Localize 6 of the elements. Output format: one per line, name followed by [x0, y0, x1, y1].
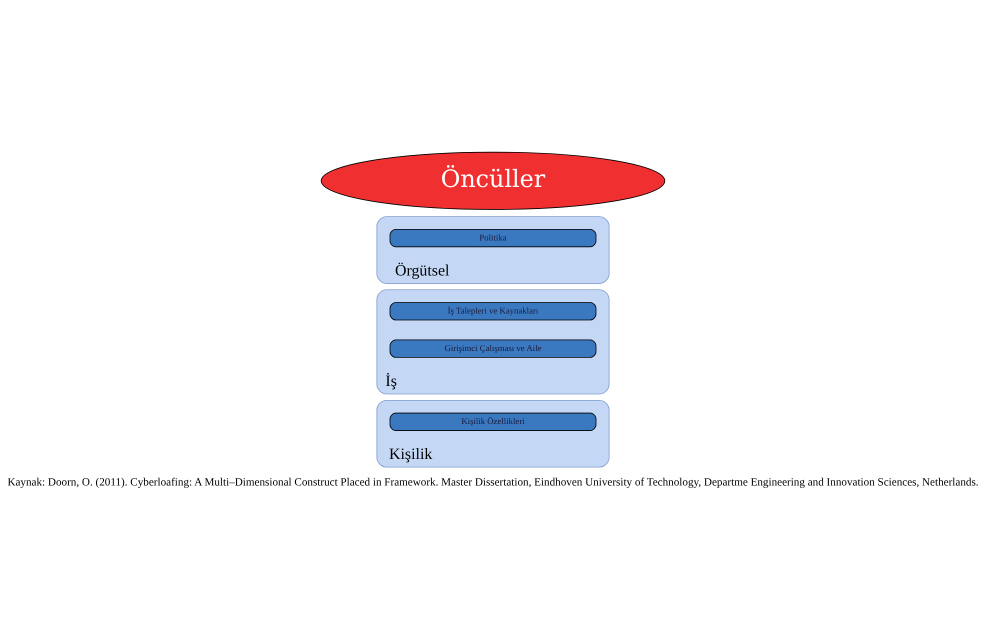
node-box: Kişilik Özellikleri: [390, 412, 596, 431]
node-box: Politika: [390, 228, 596, 248]
node-box: İş Talepleri ve Kaynakları: [390, 302, 596, 320]
caption: Kaynak: Doorn, O. (2011). Cyberloafing: A Multi–Dimensional Construct Placed in Framework. Master Dissertation, Eindhoven University of Technology, Departme Engineering and Innovation Sciences, Netherlands.: [7, 476, 979, 489]
node-box: Girişimci Çalışması ve Aile: [390, 340, 596, 358]
node-ellipse: Öncüller: [320, 152, 666, 210]
